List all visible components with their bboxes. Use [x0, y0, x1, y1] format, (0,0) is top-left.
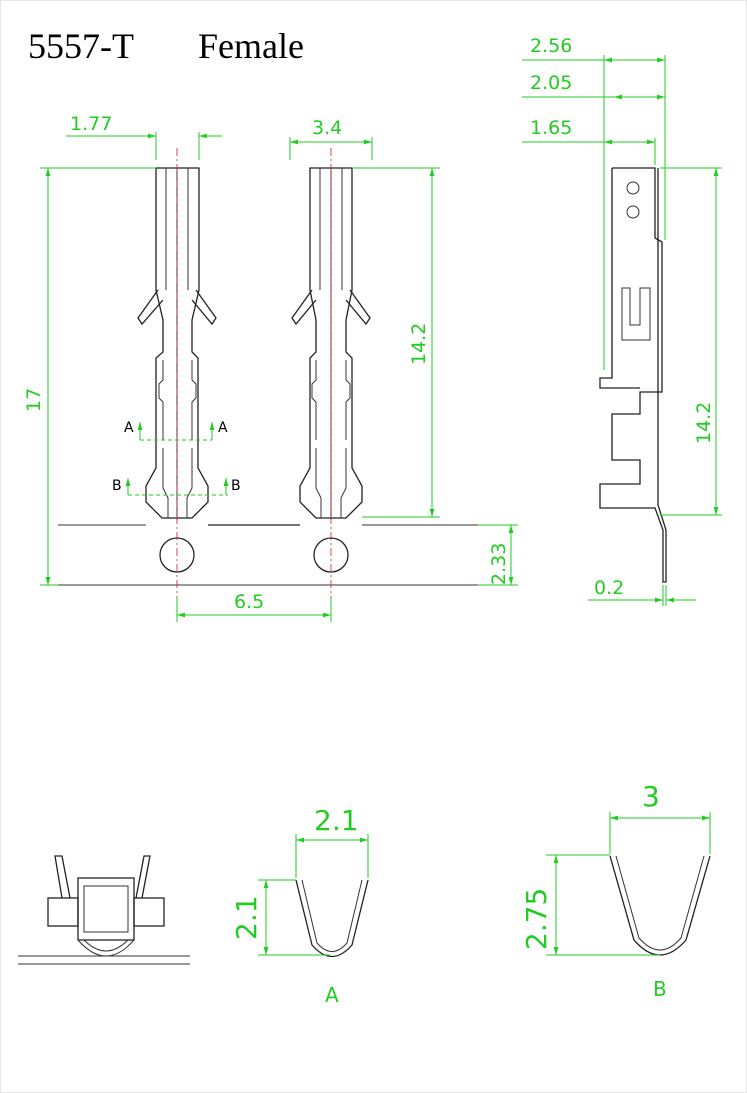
dimension-2-56: 2.56	[522, 35, 666, 370]
terminal-end-view	[18, 855, 190, 965]
dimension-14-2-side: 14.2	[660, 167, 722, 516]
dimension-2-33: 2.33	[478, 524, 518, 586]
dimension-2-05: 2.05	[522, 72, 665, 100]
section-a-view-label: A	[325, 983, 339, 1007]
dim-label-6-5: 6.5	[234, 591, 264, 613]
dim-label-3: 3	[642, 780, 660, 813]
dimension-0-2: 0.2	[588, 577, 696, 606]
dim-label-2-56: 2.56	[530, 35, 572, 57]
section-a-view	[295, 879, 369, 958]
gender-title: Female	[198, 26, 304, 66]
section-marker-a: A A	[124, 420, 228, 441]
dim-label-2-75: 2.75	[520, 888, 553, 950]
section-b-left-label: B	[112, 478, 122, 494]
section-b-view	[609, 855, 711, 956]
dimension-17: 17	[23, 167, 156, 586]
carrier-strip	[58, 524, 478, 586]
dim-label-14-2-side: 14.2	[693, 402, 715, 444]
dimension-6-5: 6.5	[176, 591, 332, 622]
section-a-right-label: A	[218, 420, 228, 436]
section-b-view-label: B	[653, 977, 667, 1001]
dimension-2-1-height: 2.1	[230, 879, 330, 956]
dimension-14-2-front: 14.2	[352, 167, 440, 518]
dim-label-17: 17	[23, 388, 45, 412]
dimension-2-75: 2.75	[520, 854, 660, 956]
section-a-left-label: A	[124, 420, 134, 436]
part-number-title: 5557-T	[28, 26, 134, 66]
dim-label-2-05: 2.05	[530, 72, 572, 94]
dimension-3: 3	[609, 780, 711, 854]
terminal-side-view	[599, 167, 667, 583]
terminal-front-view-left	[137, 167, 217, 520]
dim-label-1-77: 1.77	[70, 113, 112, 135]
dim-label-1-65: 1.65	[530, 117, 572, 139]
dim-label-2-33: 2.33	[488, 543, 510, 585]
dimension-3-4: 3.4	[289, 117, 373, 160]
dimension-1-77: 1.77	[66, 113, 222, 160]
dim-label-2-1-height: 2.1	[230, 895, 263, 940]
dim-label-3-4: 3.4	[312, 117, 342, 139]
dim-label-0-2: 0.2	[594, 577, 624, 599]
dim-label-14-2-front: 14.2	[408, 323, 430, 365]
dimension-2-1-width: 2.1	[295, 804, 369, 878]
section-marker-b: B B	[112, 478, 241, 496]
dim-label-2-1-width: 2.1	[314, 804, 359, 837]
terminal-front-view-right	[291, 167, 371, 520]
dimension-1-65: 1.65	[522, 117, 656, 165]
section-b-right-label: B	[231, 478, 241, 494]
